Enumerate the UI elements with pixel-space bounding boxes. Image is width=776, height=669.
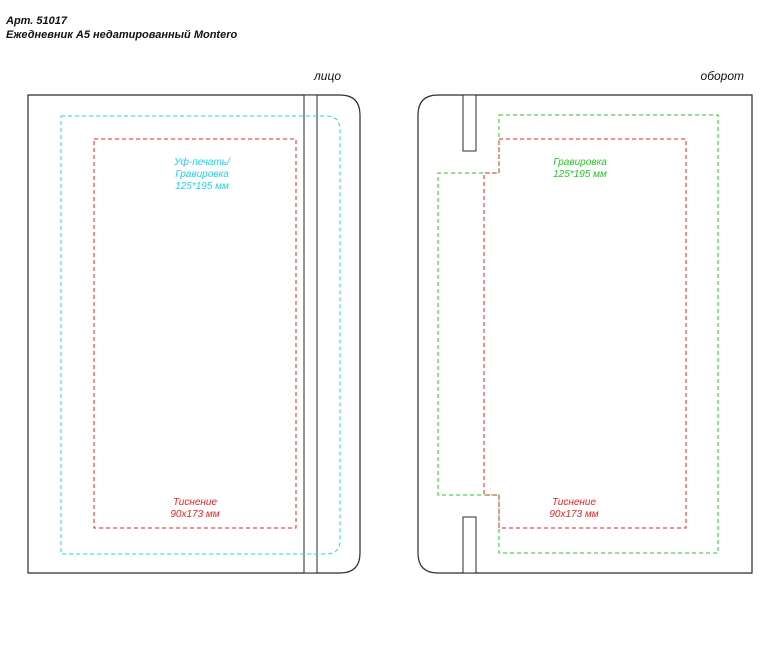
back-side-label: оборот: [701, 69, 744, 83]
front-emboss-label: Тиснение: [173, 497, 217, 508]
front-elastic-band: [303, 94, 318, 574]
front-uv-label-line2: Гравировка: [175, 169, 229, 180]
front-uv-size: 125*195 мм: [175, 181, 229, 192]
back-elastic-loop-top: [462, 94, 477, 152]
back-engraving-zone: [437, 114, 719, 554]
back-elastic-loop-bottom: [462, 516, 477, 574]
front-cover-outline: [27, 94, 361, 574]
front-side-label: лицо: [313, 69, 341, 83]
back-emboss-size: 90x173 мм: [549, 509, 598, 520]
front-uv-label-line1: Уф-печать/: [173, 156, 231, 168]
back-emboss-label: Тиснение: [552, 497, 596, 508]
back-embossing-zone: [483, 138, 687, 529]
front-uv-print-zone: [60, 115, 341, 555]
back-cover-outline: [417, 94, 753, 574]
back-view: оборот Гравировка 125*195 мм Тиснение 90…: [417, 69, 753, 574]
front-embossing-zone: [93, 138, 297, 529]
back-engrave-label: Гравировка: [553, 157, 607, 168]
front-emboss-size: 90x173 мм: [170, 509, 219, 520]
product-name: Ежедневник А5 недатированный Montero: [6, 29, 237, 41]
front-view: лицо Уф-печать/ Гравировка 125*195 мм Ти…: [27, 69, 361, 574]
article-number: Арт. 51017: [5, 15, 68, 27]
back-engrave-size: 125*195 мм: [553, 169, 607, 180]
